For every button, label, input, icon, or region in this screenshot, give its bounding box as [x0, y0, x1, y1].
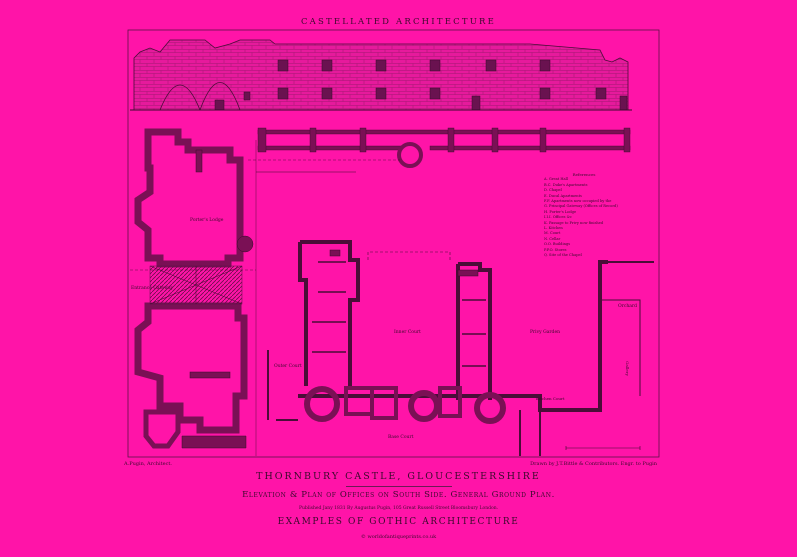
porters-lodge-label: Porter's Lodge — [190, 218, 224, 223]
header-title: CASTELLATED ARCHITECTURE — [300, 17, 497, 27]
reference-item: H. Porter's Lodge — [544, 209, 577, 214]
gallery-label: Gallery — [624, 361, 630, 376]
reference-item: M. Court — [544, 231, 561, 236]
reference-item: A. Great Hall — [544, 177, 568, 182]
reference-item: G. Principal Gateway (Offices of Record) — [544, 204, 618, 209]
reference-item: B.C. Duke's Apartments — [544, 182, 588, 187]
orchard-label: Orchard — [618, 304, 637, 309]
plate-title: THORNBURY CASTLE, GLOUCESTERSHIRE — [256, 471, 541, 482]
reference-item: K. Passage to Privy now finished — [544, 220, 604, 225]
reference-item: L. Kitchen — [544, 226, 563, 231]
privy-garden-label: Privy Garden — [530, 330, 561, 335]
reference-item: Q. Site of the Chapel — [544, 253, 582, 258]
gatehouse-plan — [134, 128, 254, 449]
references-legend: References A. Great Hall B.C. Duke's Apa… — [544, 172, 624, 259]
ground-plan-towers — [304, 249, 506, 424]
scale-bar — [565, 446, 641, 450]
offices-plan-strip — [257, 127, 631, 168]
references-heading: References — [572, 172, 596, 177]
reference-item: P.P.O. Stores — [544, 247, 567, 252]
drawing-border — [127, 29, 660, 458]
south-elevation — [130, 39, 632, 111]
title-rule — [346, 486, 452, 487]
reference-item: I.I.I. Offices &c — [544, 215, 572, 220]
watermark-url: © worldofantiqueprints.co.uk — [360, 534, 437, 540]
entrance-gateway-label: Entrance Gateway — [131, 286, 174, 291]
publication-note: Published Jany 1831 By Augustus Pugin, 1… — [298, 506, 499, 511]
engraver-credit: Drawn by J.T.Bittle & Contributors. Engr… — [530, 461, 657, 467]
plate-subtitle: Elevation & Plan of Offices on South Sid… — [242, 490, 555, 500]
series-title: EXAMPLES OF GOTHIC ARCHITECTURE — [277, 517, 520, 527]
architect-credit: A.Pugin, Architect. — [124, 461, 172, 467]
reference-item: F.F. Apartments now occupied by the — [544, 199, 612, 204]
reference-item: E. Ducal Apartments — [544, 193, 582, 198]
base-court-label: Base Court — [388, 435, 414, 440]
kitchen-court-label: Kitchen Court — [536, 396, 565, 401]
reference-item: N. Cellar — [544, 236, 561, 241]
reference-item: O.O. Buildings — [544, 242, 571, 247]
reference-item: D. Chapel — [544, 188, 562, 193]
inner-court-label: Inner Court — [394, 330, 421, 335]
outer-court-label: Outer Court — [274, 364, 302, 369]
